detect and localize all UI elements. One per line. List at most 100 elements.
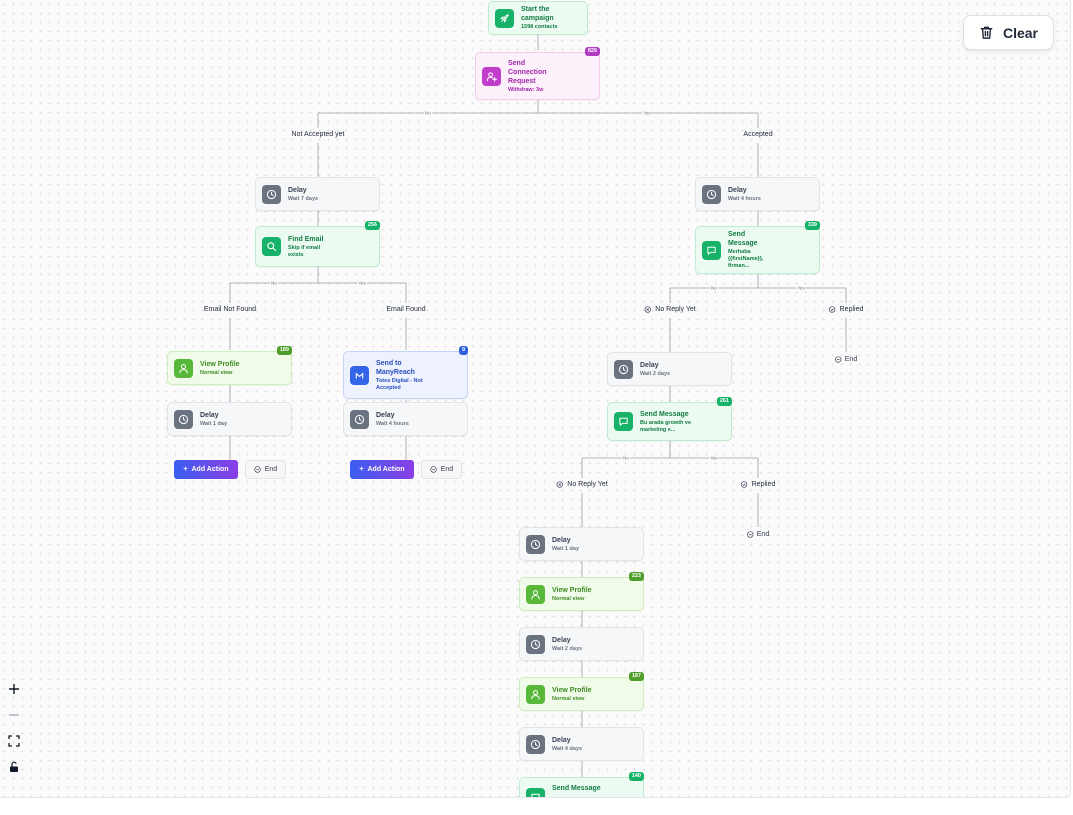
node-title: Send Message xyxy=(552,785,601,792)
plus-icon: + xyxy=(183,466,188,473)
node-subtitle: Normal view xyxy=(552,695,585,702)
contact-count-badge: 261 xyxy=(716,397,732,406)
send-connection-request-node[interactable]: Send Connection Request Withdraw: 3w 829 xyxy=(475,47,600,100)
delay-node[interactable]: Delay Wait 7 days xyxy=(255,177,380,211)
user-icon xyxy=(174,358,193,378)
send-message-node[interactable]: Send Message Merhaba {{firstName}}, firm… xyxy=(695,221,820,274)
delay-node[interactable]: Delay Wait 4 hours xyxy=(695,177,820,211)
edge-label-yes: Yes xyxy=(642,110,652,116)
contact-count-badge: 829 xyxy=(584,47,600,56)
send-message-node[interactable]: Send Message Bu arada growth ve marketin… xyxy=(607,397,732,441)
message-icon xyxy=(526,788,545,797)
contact-count-badge: 187 xyxy=(628,672,644,681)
end-circle-icon xyxy=(747,531,754,538)
search-icon xyxy=(262,237,281,256)
end-circle-icon xyxy=(254,466,261,473)
contact-count-badge: 223 xyxy=(628,572,644,581)
branch-label-accepted: Accepted xyxy=(743,131,773,138)
delay-node[interactable]: Delay Wait 1 day xyxy=(519,527,644,561)
node-subtitle: Wait 4 hours xyxy=(376,420,409,427)
node-subtitle: 1598 contacts xyxy=(521,24,558,30)
x-circle-icon xyxy=(556,481,563,488)
end-label: End xyxy=(440,466,454,473)
send-to-manyreach-node[interactable]: Send to ManyReach Totes Digital - Not Ac… xyxy=(343,346,468,399)
fit-view-button[interactable] xyxy=(4,728,24,754)
node-subtitle: Merhaba {{firstName}}, firman... xyxy=(728,249,764,269)
delay-node[interactable]: Delay Wait 4 days xyxy=(519,727,644,761)
add-user-icon xyxy=(482,66,501,86)
add-action-label: Add Action xyxy=(191,466,229,473)
node-subtitle: Withdraw: 3w xyxy=(508,86,544,93)
start-campaign-node[interactable]: Start the campaign 1598 contacts xyxy=(488,1,588,35)
node-title: Delay xyxy=(376,411,395,419)
view-profile-node[interactable]: View Profile Normal view 187 xyxy=(519,672,644,711)
workflow-canvas[interactable]: No Yes No Yes No Yes No Yes Start the ca… xyxy=(0,0,1071,798)
end-circle-icon xyxy=(430,466,437,473)
contact-count-badge: 140 xyxy=(628,772,644,781)
edge-label-no: No xyxy=(710,285,718,291)
node-subtitle: Wait 1 day xyxy=(552,545,579,552)
node-subtitle: Wait 2 days xyxy=(640,370,671,377)
message-icon xyxy=(614,412,633,431)
minus-icon xyxy=(9,714,19,716)
node-title: View Profile xyxy=(552,686,592,694)
node-title: Send Message xyxy=(728,231,758,247)
end-label: End xyxy=(756,531,770,538)
clock-icon xyxy=(262,184,281,204)
edge-label-yes: Yes xyxy=(709,455,719,461)
end-label: End xyxy=(264,466,278,473)
trash-icon xyxy=(980,26,993,39)
rocket-icon xyxy=(495,8,514,28)
node-title: Delay xyxy=(288,186,307,194)
view-profile-node[interactable]: View Profile Normal view 189 xyxy=(167,346,292,385)
fullscreen-icon xyxy=(8,735,20,747)
check-circle-icon xyxy=(740,481,748,488)
contact-count-badge: 256 xyxy=(364,221,380,230)
clock-icon xyxy=(526,634,545,654)
zoom-in-button[interactable] xyxy=(4,676,24,702)
node-title: Delay xyxy=(728,186,747,194)
contact-count-badge: 339 xyxy=(804,221,820,230)
end-label: End xyxy=(844,356,858,363)
plus-icon: + xyxy=(359,466,364,473)
node-title: Delay xyxy=(552,536,571,544)
delay-node[interactable]: Delay Wait 4 hours xyxy=(343,402,468,436)
clock-icon xyxy=(702,184,721,204)
clock-icon xyxy=(174,409,193,429)
node-subtitle: Wait 7 days xyxy=(288,195,319,202)
branch-label-no-reply: No Reply Yet xyxy=(644,306,696,313)
node-title: Send to ManyReach xyxy=(376,359,415,376)
end-button[interactable]: End xyxy=(421,460,462,479)
delay-node[interactable]: Delay Wait 2 days xyxy=(519,627,644,661)
zoom-out-button[interactable] xyxy=(4,702,24,728)
node-subtitle: Normal view xyxy=(200,369,233,376)
x-circle-icon xyxy=(644,306,651,313)
delay-node[interactable]: Delay Wait 1 day xyxy=(167,402,292,436)
node-title: View Profile xyxy=(200,360,240,368)
edge-label-yes: Yes xyxy=(796,285,806,291)
node-title: Delay xyxy=(200,411,219,419)
end-button[interactable]: End xyxy=(245,460,286,479)
view-profile-node[interactable]: View Profile Normal view 223 xyxy=(519,572,644,611)
node-title: Send Message xyxy=(640,410,689,418)
contact-count-badge: 189 xyxy=(276,346,292,355)
clock-icon xyxy=(614,359,633,379)
edge-label-yes: Yes xyxy=(357,280,367,286)
branch-label-not-accepted: Not Accepted yet xyxy=(291,131,345,138)
add-action-button[interactable]: + Add Action xyxy=(350,460,414,479)
lock-toggle-button[interactable] xyxy=(4,754,24,780)
add-action-button[interactable]: + Add Action xyxy=(174,460,238,479)
find-email-node[interactable]: Find Email Skip if email exists 256 xyxy=(255,221,380,267)
clear-button[interactable]: Clear xyxy=(963,15,1054,50)
send-message-node[interactable]: Send Message 140 xyxy=(519,772,644,797)
zoom-controls xyxy=(4,676,24,780)
delay-node[interactable]: Delay Wait 2 days xyxy=(607,352,732,386)
end-marker: End xyxy=(835,356,857,363)
branch-label-email-not-found: Email Not Found xyxy=(203,306,257,313)
end-marker: End xyxy=(747,531,769,538)
plus-icon xyxy=(9,684,19,694)
branch-label-no-reply: No Reply Yet xyxy=(556,481,608,488)
node-subtitle: Normal view xyxy=(552,595,585,602)
clock-icon xyxy=(526,734,545,754)
branch-label-text: No Reply Yet xyxy=(567,481,608,488)
